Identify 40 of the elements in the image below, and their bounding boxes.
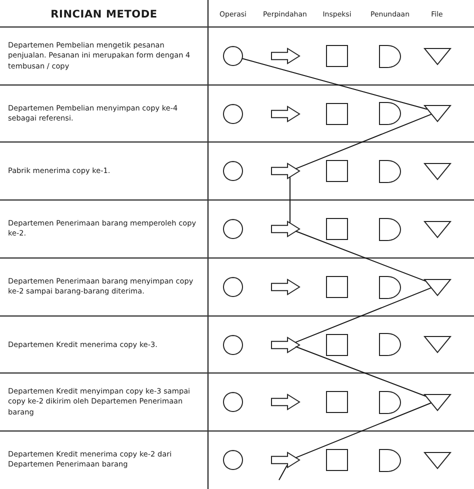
arrow-symbol [270, 279, 300, 295]
triangle-symbol [424, 162, 450, 180]
connector-line [295, 114, 432, 170]
d-shape-symbol [379, 160, 401, 182]
connector-line [294, 402, 432, 458]
square-symbol [326, 334, 348, 356]
d-shape-symbol [379, 390, 401, 414]
square-symbol [326, 102, 348, 124]
connector-line [278, 464, 288, 480]
square-symbol [326, 276, 348, 298]
triangle-symbol [424, 220, 450, 238]
arrow-symbol [270, 221, 300, 237]
triangle-symbol [424, 278, 450, 296]
triangle-symbol [424, 336, 450, 353]
triangle-symbol [424, 48, 450, 64]
column-header: RINCIAN METODE [50, 8, 158, 22]
d-shape-symbol [379, 44, 401, 68]
d-shape-symbol [379, 333, 401, 356]
triangle-symbol [424, 394, 450, 410]
square-symbol [326, 391, 348, 413]
arrow-symbol [270, 106, 300, 122]
d-shape-symbol [379, 218, 401, 240]
triangle-symbol [424, 105, 450, 122]
square-symbol [326, 45, 348, 67]
connector-line [295, 346, 426, 397]
d-shape-symbol [379, 102, 401, 125]
square-symbol [326, 449, 348, 471]
connector-line [295, 287, 432, 343]
triangle-symbol [424, 452, 450, 468]
arrow-symbol [270, 163, 300, 179]
d-shape-symbol [379, 448, 401, 472]
arrow-symbol [270, 394, 300, 410]
square-symbol [326, 160, 348, 182]
d-shape-symbol [379, 276, 401, 298]
square-symbol [326, 218, 348, 240]
connector-line [295, 230, 426, 282]
arrow-symbol [270, 48, 300, 64]
arrow-symbol [270, 452, 300, 468]
connector-line [242, 58, 428, 110]
arrow-symbol [270, 336, 300, 352]
